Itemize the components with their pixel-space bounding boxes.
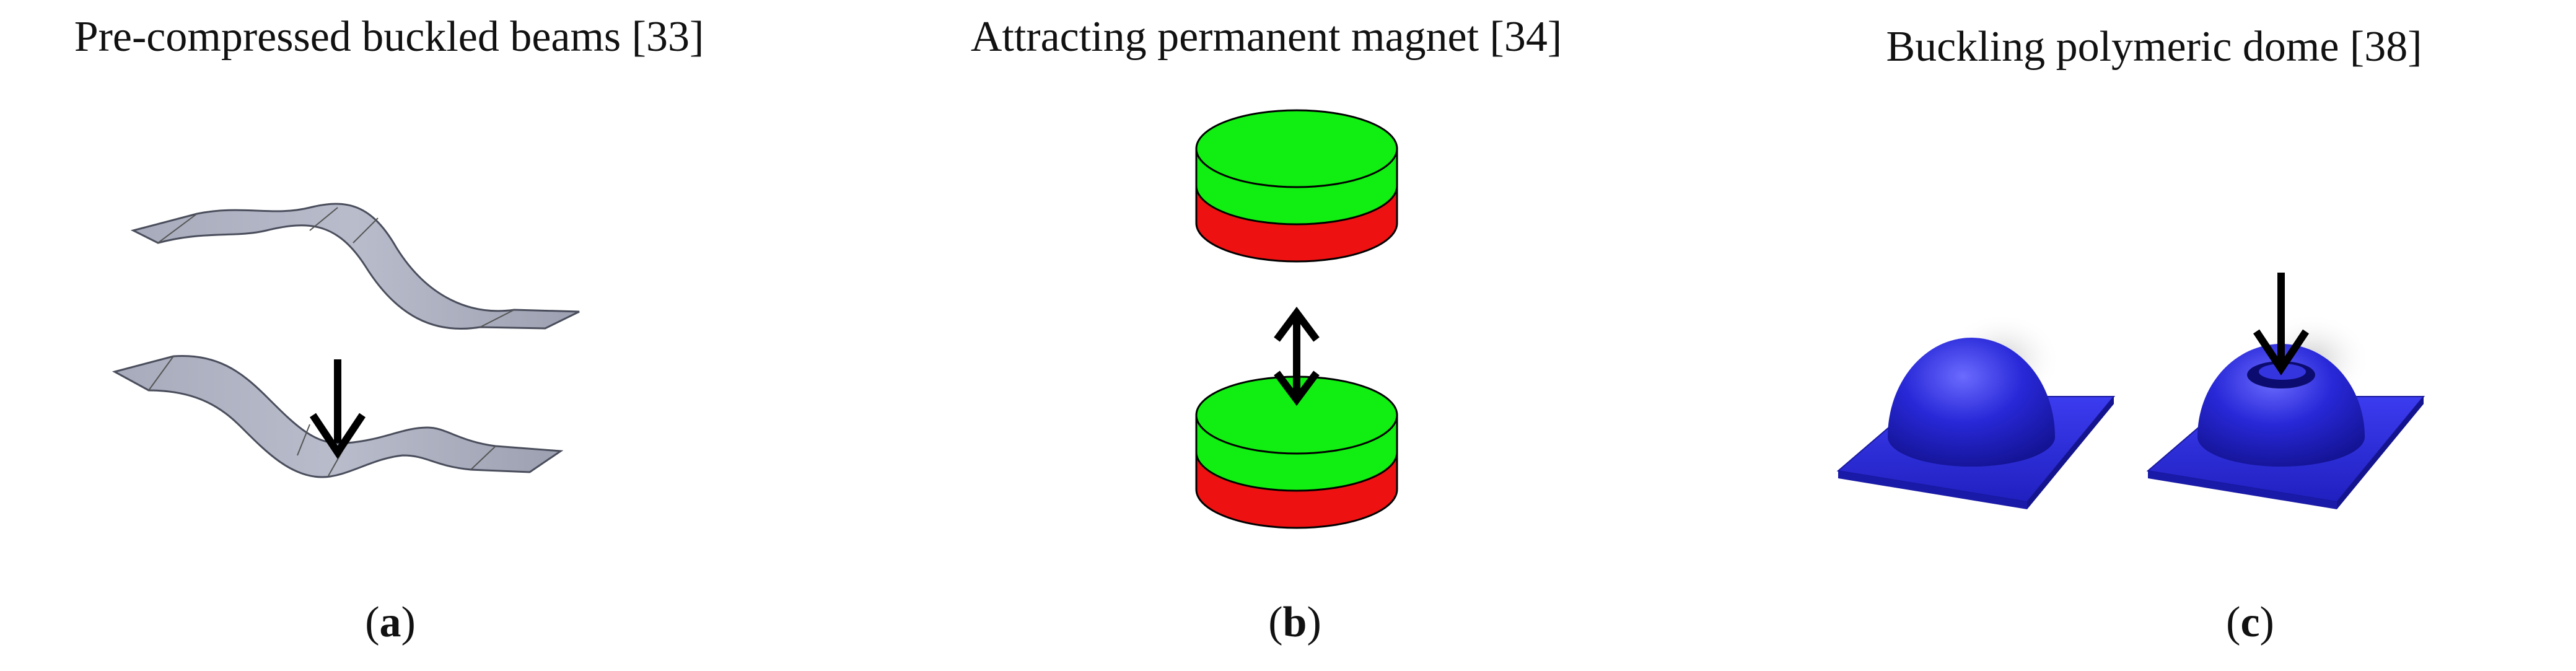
buckled-dome [2146, 313, 2425, 509]
lower-magnet [1195, 375, 1398, 529]
panel-c-title: Buckling polymeric dome [38] [1886, 23, 2422, 71]
lower-buckled-beam [112, 354, 564, 478]
panel-b-label: (b) [1268, 599, 1321, 646]
panel-a-label: (a) [365, 599, 416, 646]
polymeric-dome-illustration [1836, 273, 2425, 509]
panel-b: Attracting permanent magnet [34] (b) [859, 0, 1717, 671]
force-arrow-icon [2253, 273, 2309, 375]
intact-dome [1836, 313, 2116, 509]
upper-magnet [1195, 109, 1398, 263]
permanent-magnets-illustration [1195, 109, 1398, 529]
panel-b-title: Attracting permanent magnet [34] [970, 13, 1562, 61]
panel-c: Buckling polymeric dome [38] [1717, 0, 2576, 671]
attraction-arrow-icon [1274, 306, 1320, 406]
panel-a: Pre-compressed buckled beams [33] [0, 0, 859, 671]
panel-c-label: (c) [2226, 599, 2274, 646]
buckled-beams-illustration [112, 203, 580, 478]
force-arrow-icon [310, 359, 366, 459]
panel-a-title: Pre-compressed buckled beams [33] [74, 13, 704, 61]
upper-buckled-beam [130, 203, 580, 330]
